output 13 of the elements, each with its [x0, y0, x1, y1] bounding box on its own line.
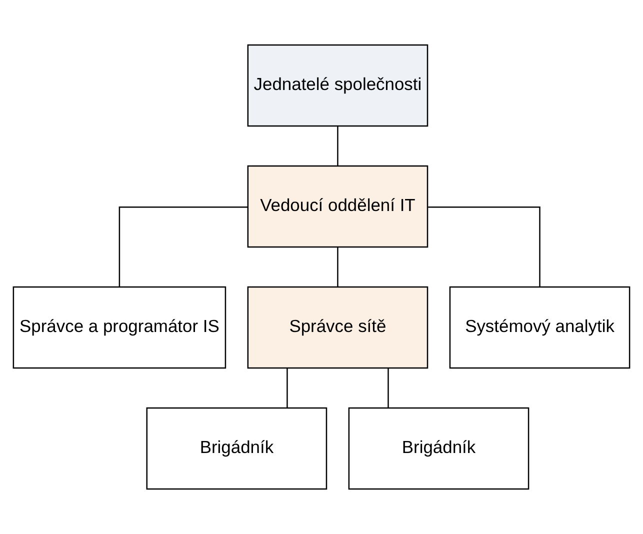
node-box: Vedoucí oddělení IT [247, 165, 428, 248]
connector [118, 206, 248, 287]
connector [428, 206, 540, 287]
node-box: Správce sítě [247, 286, 428, 369]
node-box: Správce a programátor IS [12, 286, 226, 369]
node-box: Systémový analytik [449, 286, 630, 369]
node-box: Jednatelé společnosti [247, 44, 428, 127]
connector [337, 247, 338, 287]
node-box: Brigádník [146, 407, 328, 490]
node-box: Brigádník [348, 407, 530, 490]
connector [388, 368, 389, 408]
connector [337, 126, 338, 166]
connector [286, 368, 288, 408]
